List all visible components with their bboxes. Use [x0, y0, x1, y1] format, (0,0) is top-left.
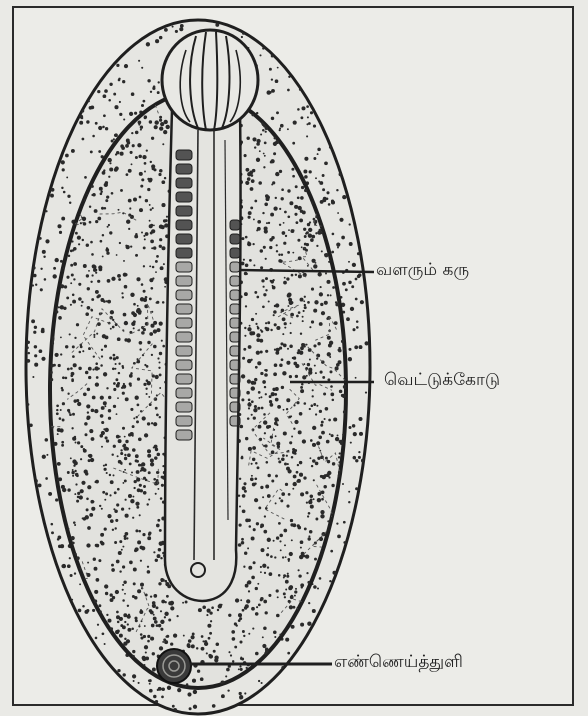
somites-right: [230, 220, 240, 426]
growing-embryo: [165, 110, 241, 601]
somites-left: [176, 150, 192, 440]
label-section: வெட்டுக்கோடு: [384, 370, 500, 392]
oil-droplet-shape: [157, 649, 191, 683]
embryo-head: [162, 30, 258, 130]
label-growing-embryo: வளரும் கரு: [376, 260, 469, 282]
label-oil-droplet: எண்ணெய்த்துளி: [334, 652, 463, 674]
